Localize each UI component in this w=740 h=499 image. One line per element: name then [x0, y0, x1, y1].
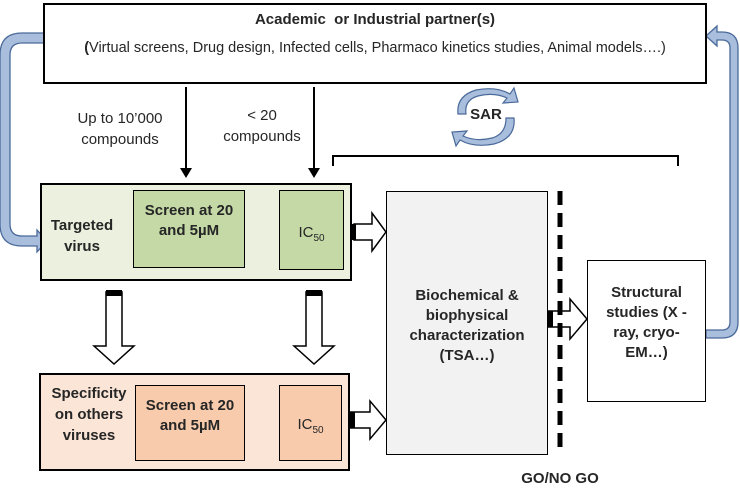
targeted-screen-label: Screen at 20 and 5µM [144, 202, 234, 239]
block-arrow-down-right [292, 291, 336, 366]
targeted-virus-label: Targeted virus [50, 217, 114, 255]
targeted-ic50-label: IC50 [298, 224, 325, 244]
targeted-ic50-box: IC50 [279, 190, 344, 270]
specificity-screen-label: Screen at 20 and 5µM [145, 397, 235, 434]
targeted-screen-box: Screen at 20 and 5µM [133, 190, 245, 268]
label-less-than-20: < 20 compounds [223, 107, 301, 145]
right-feedback-arrow [705, 24, 739, 339]
biochem-box: Biochemical & biophysical characterizati… [386, 191, 548, 455]
block-arrow-ic-to-biochem [353, 210, 387, 254]
partner-desc: (Virtual screens, Drug design, Infected … [84, 40, 666, 56]
sar-cycle-icon [451, 86, 519, 148]
biochem-label: Biochemical & biophysical characterizati… [409, 287, 525, 364]
specificity-screen-box: Screen at 20 and 5µM [135, 385, 245, 461]
block-arrow-to-structural [547, 296, 588, 342]
specificity-label: Specificity on others viruses [51, 385, 127, 444]
sar-label: SAR [470, 106, 502, 123]
partner-box: Academic or Industrial partner(s) (Virtu… [43, 3, 707, 84]
block-arrow-spec-to-biochem [349, 398, 387, 442]
specificity-ic50-label: IC50 [297, 416, 324, 436]
block-arrow-down-left [92, 291, 136, 366]
down-arrow-right [308, 87, 320, 178]
partner-title: Academic or Industrial partner(s) [254, 11, 496, 28]
bracket [332, 155, 679, 166]
go-no-go-label: GO/NO GO [521, 470, 599, 487]
specificity-ic50-box: IC50 [279, 385, 342, 461]
structural-label: Structural studies (X - ray, cryo- EM…) [606, 284, 687, 361]
down-arrow-left [180, 87, 192, 178]
label-up-to-10000: Up to 10’000 compounds [77, 110, 163, 148]
structural-box: Structural studies (X - ray, cryo- EM…) [587, 260, 706, 402]
